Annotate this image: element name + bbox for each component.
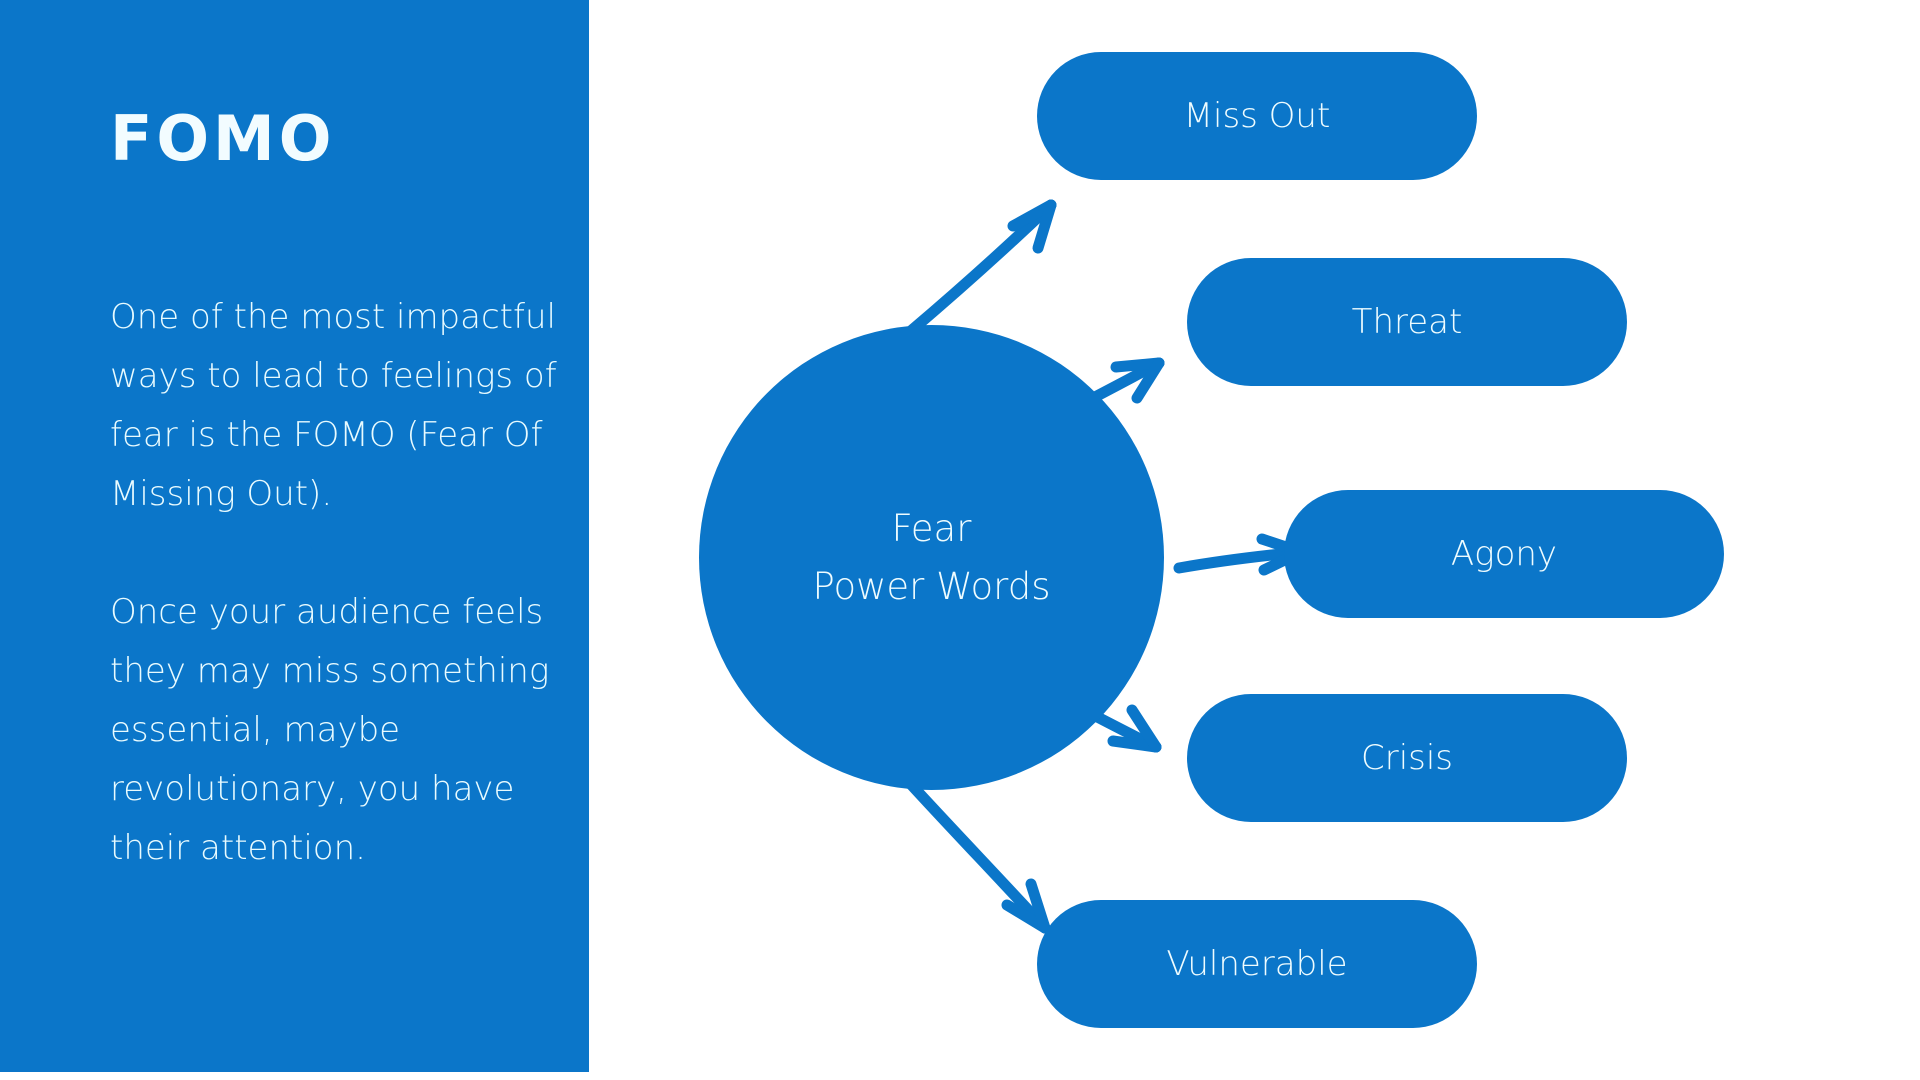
node-agony[interactable]: Agony xyxy=(1284,490,1724,618)
node-label: Vulnerable xyxy=(1166,944,1348,984)
sidebar-panel: FOMO One of the most impactful ways to l… xyxy=(0,0,589,1072)
node-threat[interactable]: Threat xyxy=(1187,258,1627,386)
bottom-white-strip xyxy=(0,1072,1920,1080)
node-label: Miss Out xyxy=(1183,96,1331,136)
connector-arrow-vulnerable xyxy=(901,774,1051,934)
connector-arrow-miss-out xyxy=(906,199,1057,336)
connector-arrow-agony xyxy=(1173,533,1307,576)
node-label: Crisis xyxy=(1360,738,1454,778)
mindmap-diagram: Fear Power Words Miss Out Threat Agony C… xyxy=(589,0,1920,1080)
node-label: Threat xyxy=(1351,302,1463,342)
sidebar-paragraph-2: Once your audience feels they may miss s… xyxy=(110,592,550,868)
sidebar-paragraph-1: One of the most impactful ways to lead t… xyxy=(110,297,557,514)
node-label: Agony xyxy=(1450,534,1558,574)
hub-node[interactable]: Fear Power Words xyxy=(699,325,1164,790)
hub-node-label: Fear Power Words xyxy=(812,506,1051,608)
paragraph-spacer xyxy=(110,524,580,583)
node-crisis[interactable]: Crisis xyxy=(1187,694,1627,822)
node-vulnerable[interactable]: Vulnerable xyxy=(1037,900,1477,1028)
page-title: FOMO xyxy=(110,102,336,175)
node-miss-out[interactable]: Miss Out xyxy=(1037,52,1477,180)
sidebar-body-text: One of the most impactful ways to lead t… xyxy=(110,288,580,878)
